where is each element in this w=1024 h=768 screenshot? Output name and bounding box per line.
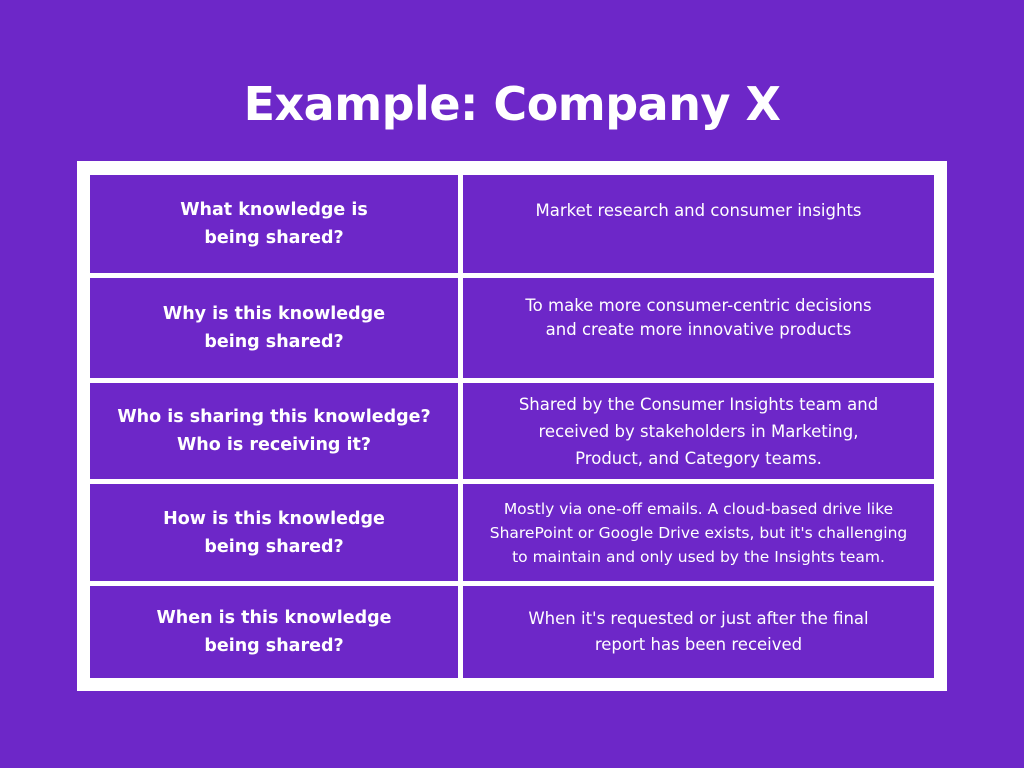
answer-line: to maintain and only used by the Insight… <box>512 547 885 566</box>
question-cell-what: What knowledge is being shared? <box>90 175 458 273</box>
answer-cell-who: Shared by the Consumer Insights team and… <box>463 383 934 479</box>
answer-line: Market research and consumer insights <box>535 201 862 220</box>
answer-cell-how: Mostly via one-off emails. A cloud-based… <box>463 484 934 581</box>
question-text: What knowledge is being shared? <box>180 196 368 252</box>
question-text: How is this knowledge being shared? <box>163 505 385 561</box>
answer-cell-when: When it's requested or just after the fi… <box>463 586 934 678</box>
question-text: Why is this knowledge being shared? <box>163 300 385 356</box>
question-line: being shared? <box>204 228 344 248</box>
answer-line: To make more consumer-centric decisions <box>525 296 872 315</box>
answer-text: When it's requested or just after the fi… <box>528 606 868 658</box>
answer-cell-what: Market research and consumer insights <box>463 175 934 273</box>
answer-text: To make more consumer-centric decisions … <box>525 294 871 342</box>
question-line: being shared? <box>204 536 344 557</box>
question-line: being shared? <box>204 332 344 352</box>
question-text: Who is sharing this knowledge? Who is re… <box>117 403 430 459</box>
question-text: When is this knowledge being shared? <box>156 604 391 660</box>
question-line: When is this knowledge <box>156 608 392 628</box>
answer-line: and create more innovative products <box>545 320 852 339</box>
answer-text: Market research and consumer insights <box>535 199 861 223</box>
question-line: What knowledge is <box>180 200 368 220</box>
question-cell-why: Why is this knowledge being shared? <box>90 278 458 378</box>
question-line: Who is receiving it? <box>176 435 372 455</box>
question-cell-how: How is this knowledge being shared? <box>90 484 458 581</box>
question-cell-who: Who is sharing this knowledge? Who is re… <box>90 383 458 479</box>
answer-text: Mostly via one-off emails. A cloud-based… <box>490 497 908 569</box>
question-cell-when: When is this knowledge being shared? <box>90 586 458 678</box>
answer-line: report has been received <box>594 635 803 654</box>
question-line: being shared? <box>204 636 344 656</box>
answer-line: Product, and Category teams. <box>575 448 822 468</box>
knowledge-sharing-table: What knowledge is being shared? Market r… <box>77 161 947 691</box>
page-title: Example: Company X <box>243 77 781 131</box>
answer-line: SharePoint or Google Drive exists, but i… <box>489 523 908 542</box>
answer-cell-why: To make more consumer-centric decisions … <box>463 278 934 378</box>
answer-line: Mostly via one-off emails. A cloud-based… <box>503 499 894 518</box>
answer-line: When it's requested or just after the fi… <box>528 609 869 628</box>
question-line: How is this knowledge <box>163 508 385 529</box>
question-line: Who is sharing this knowledge? <box>117 407 431 427</box>
answer-text: Shared by the Consumer Insights team and… <box>519 391 878 472</box>
question-line: Why is this knowledge <box>162 304 386 324</box>
answer-line: received by stakeholders in Marketing, <box>538 421 859 441</box>
answer-line: Shared by the Consumer Insights team and <box>518 394 879 414</box>
